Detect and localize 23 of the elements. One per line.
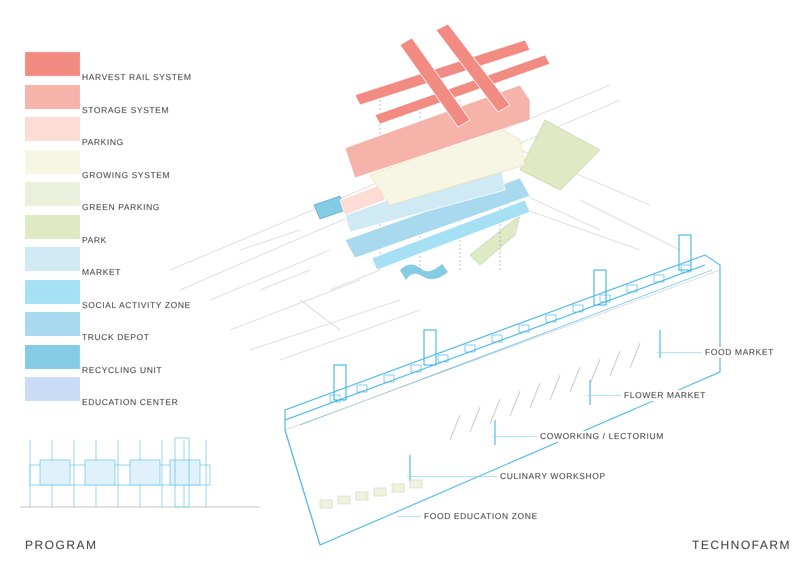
- callout-label: COWORKING / LECTORIUM: [540, 431, 664, 442]
- drawing-title: TECHNOFARM: [692, 538, 791, 552]
- legend-label: HARVEST RAIL SYSTEM: [82, 72, 192, 83]
- legend-label: PARKING: [82, 137, 124, 148]
- legend-label: GREEN PARKING: [82, 202, 160, 213]
- callout-label: FOOD MARKET: [705, 347, 774, 358]
- legend-label: RECYCLING UNIT: [82, 364, 162, 376]
- leader-line: [586, 395, 622, 396]
- drawing-title: PROGRAM: [25, 538, 98, 552]
- callout-label: FLOWER MARKET: [624, 390, 706, 401]
- legend-label: SOCIAL ACTIVITY ZONE: [82, 300, 191, 310]
- leader-line: [656, 352, 702, 353]
- leader-line: [396, 516, 422, 517]
- callout-label: CULINARY WORKSHOP: [500, 471, 606, 482]
- legend-label: EDUCATION CENTER: [82, 397, 178, 408]
- leader-line: [406, 476, 498, 477]
- legend-label: GROWING SYSTEM: [82, 170, 170, 180]
- callout-label: FOOD EDUCATION ZONE: [424, 511, 538, 522]
- legend-label: MARKET: [82, 267, 122, 278]
- leader-line: [492, 436, 538, 437]
- legend-label: TRUCK DEPOT: [82, 332, 150, 343]
- legend-label: PARK: [82, 234, 107, 246]
- legend-label: STORAGE SYSTEM: [82, 104, 170, 116]
